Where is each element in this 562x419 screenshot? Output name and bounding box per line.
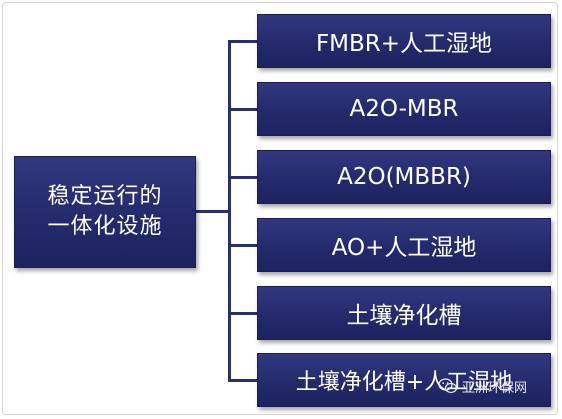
child-node-fmbr-wetland: FMBR+人工湿地	[257, 14, 551, 68]
connector-root	[196, 210, 230, 213]
connector-branch-2	[228, 108, 257, 111]
child-node-soil-tank-wetland: 土壤净化槽+人工湿地	[257, 353, 551, 407]
root-node-line-1: 稳定运行的	[47, 184, 163, 209]
watermark-text: 亚洲环保网	[462, 380, 528, 396]
root-node: 稳定运行的 一体化设施	[14, 156, 196, 268]
root-node-line-2: 一体化设施	[47, 214, 163, 239]
connector-branch-4	[228, 244, 257, 247]
watermark: 亚洲环保网	[438, 374, 527, 398]
child-node-ao-wetland: AO+人工湿地	[257, 218, 551, 272]
connector-branch-1	[228, 40, 257, 43]
connector-branch-3	[228, 176, 257, 179]
root-node-label: 稳定运行的 一体化设施	[47, 182, 162, 242]
child-node-soil-purification-tank: 土壤净化槽	[257, 286, 551, 340]
child-node-a2o-mbr: A2O-MBR	[257, 82, 551, 136]
wechat-icon	[438, 378, 458, 394]
image-frame	[2, 2, 558, 415]
connector-branch-5	[228, 312, 257, 315]
connector-branch-6	[228, 379, 257, 382]
child-node-a2o-mbbr: A2O(MBBR)	[257, 150, 551, 204]
